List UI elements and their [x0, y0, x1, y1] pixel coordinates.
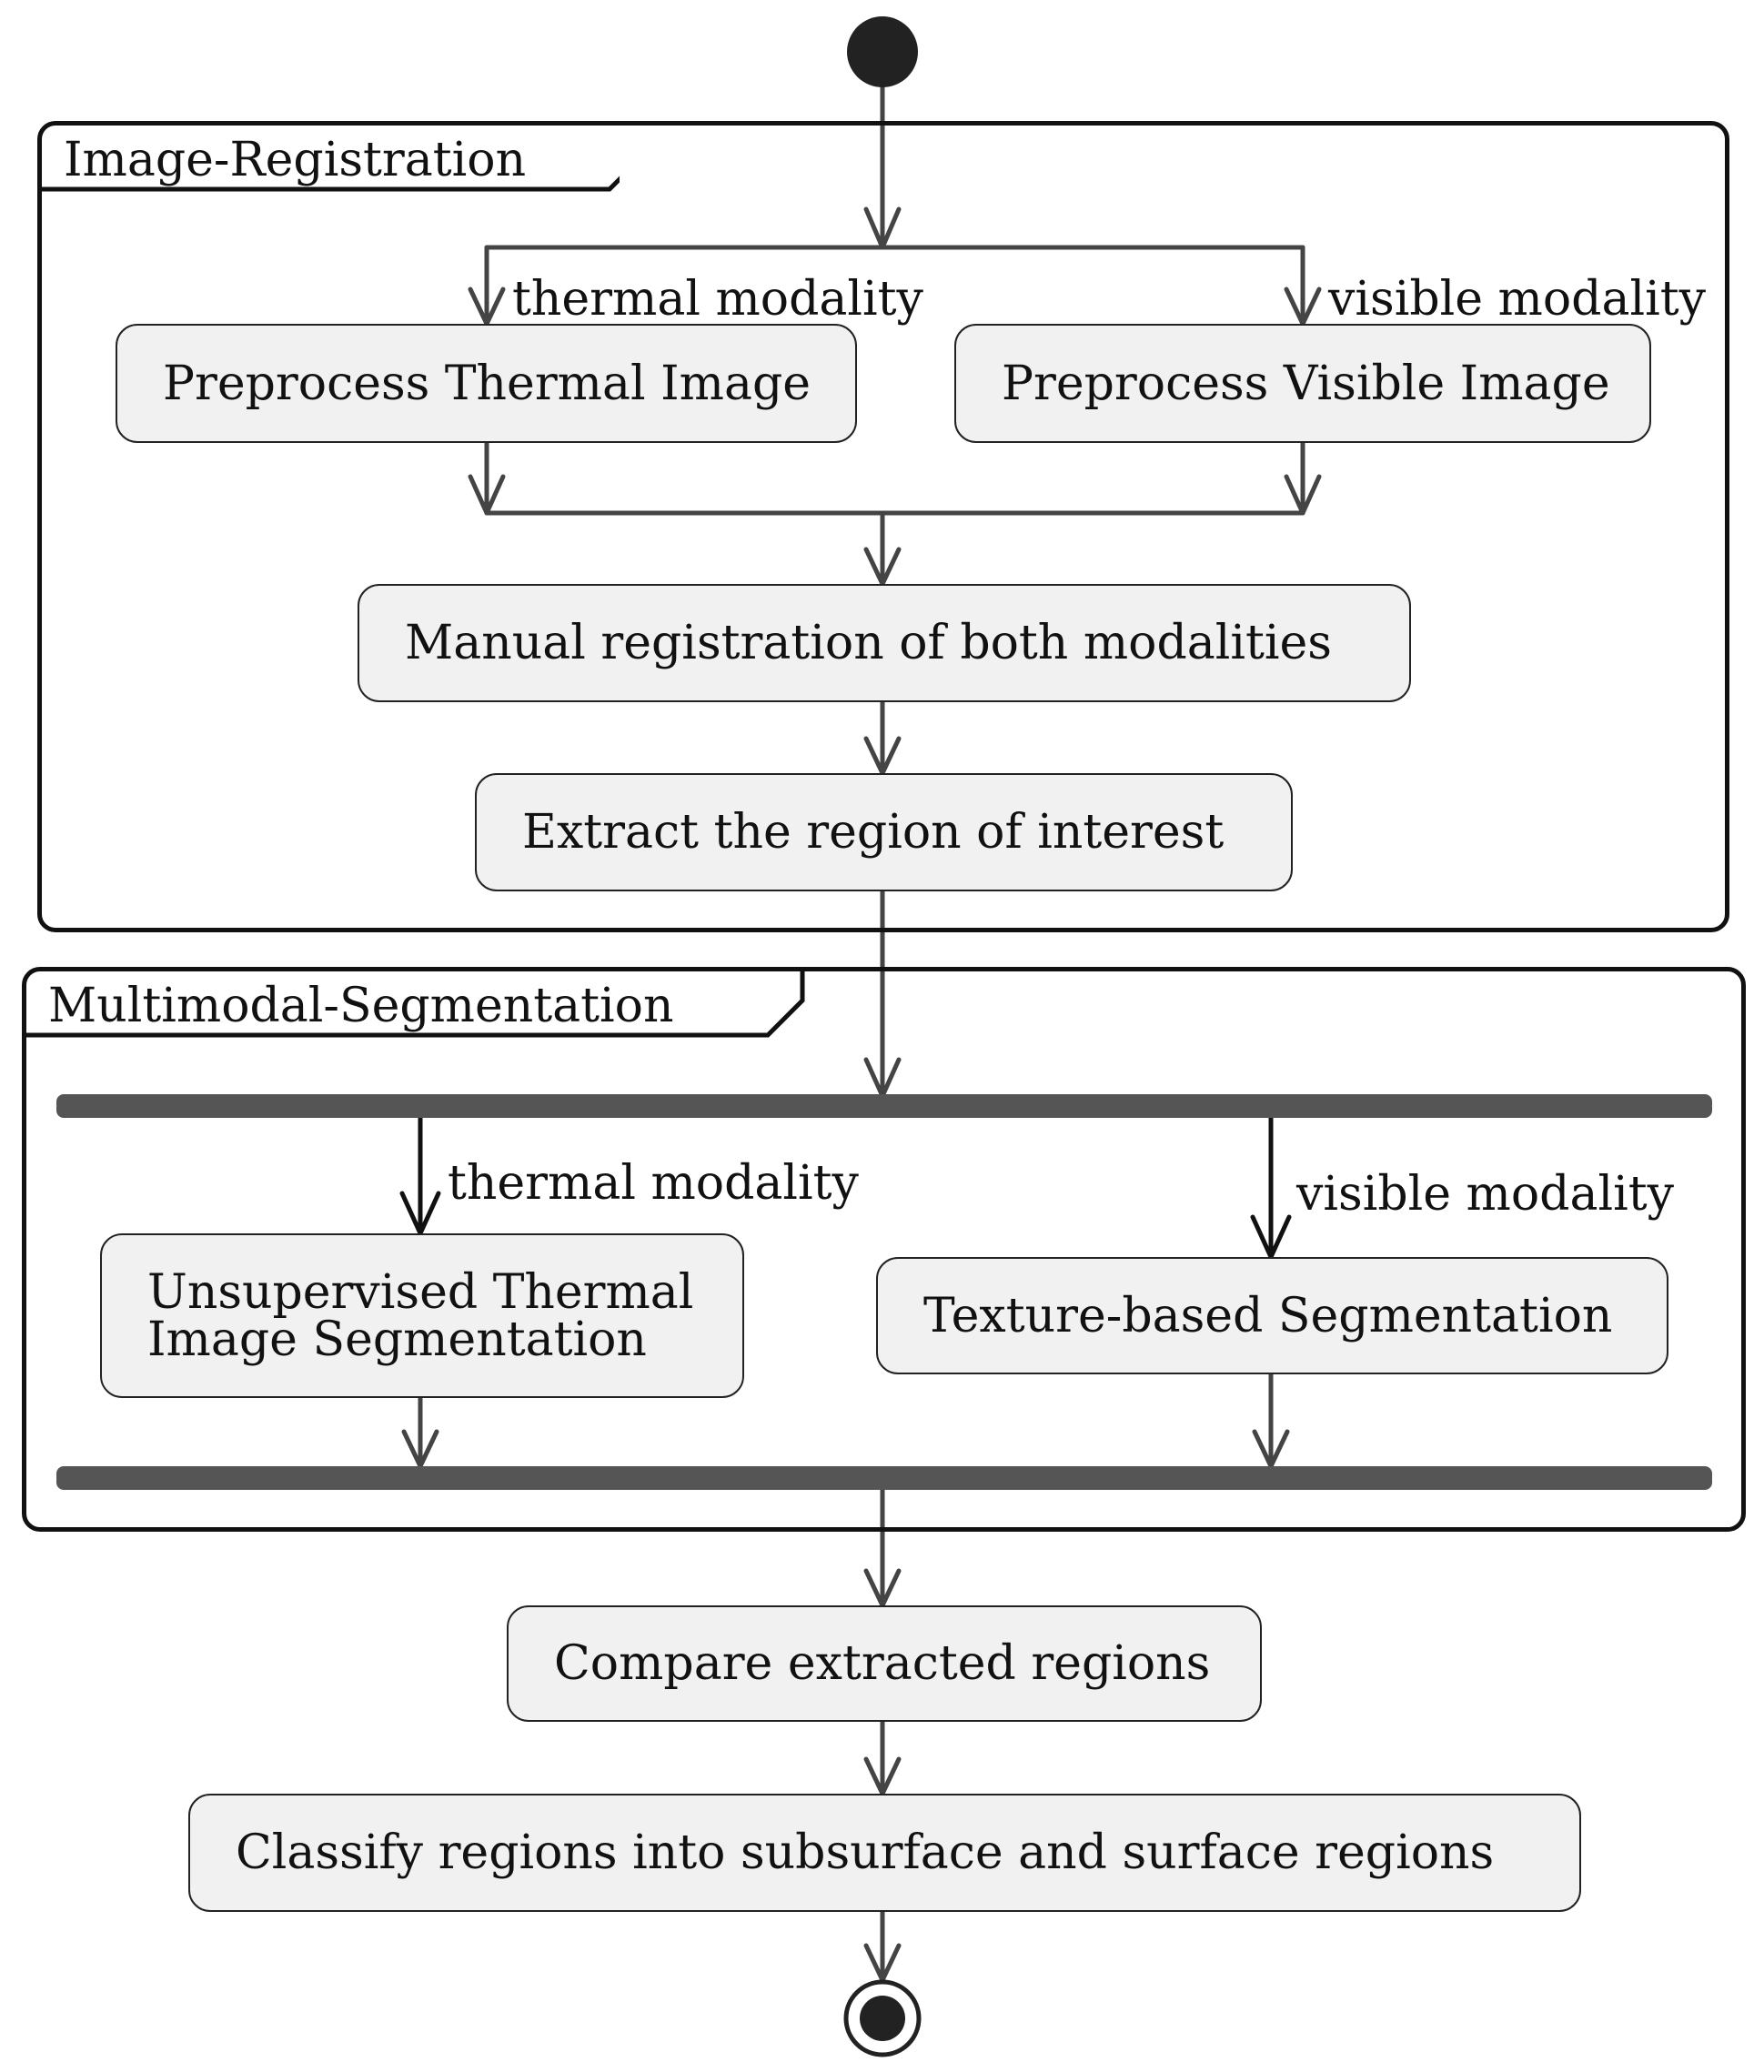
segmentation-join-bar	[56, 1466, 1712, 1490]
registration-frame-tab	[37, 176, 620, 192]
segmentation-frame-tab	[22, 967, 805, 1038]
guard-segmentation-thermal: thermal modality	[448, 1156, 859, 1211]
activity-preprocess-visible: Preprocess Visible Image	[954, 324, 1651, 443]
activity-unsupervised-thermal-segmentation: Unsupervised Thermal Image Segmentation	[100, 1233, 744, 1398]
registration-frame-label: Image-Registration	[64, 133, 527, 187]
end-node-core	[860, 1996, 905, 2041]
segmentation-frame-label: Multimodal-Segmentation	[48, 979, 674, 1033]
segmentation-frame: Multimodal-Segmentation	[22, 967, 1746, 1532]
guard-registration-thermal: thermal modality	[512, 272, 923, 327]
start-node	[847, 16, 918, 87]
activity-extract-roi: Extract the region of interest	[475, 773, 1293, 891]
guard-segmentation-visible: visible modality	[1296, 1167, 1674, 1222]
activity-classify-regions: Classify regions into subsurface and sur…	[188, 1794, 1581, 1912]
segmentation-fork-bar	[56, 1094, 1712, 1118]
guard-registration-visible: visible modality	[1328, 272, 1706, 327]
activity-compare-regions: Compare extracted regions	[507, 1605, 1262, 1722]
activity-texture-segmentation: Texture-based Segmentation	[876, 1257, 1668, 1374]
activity-preprocess-thermal: Preprocess Thermal Image	[116, 324, 857, 443]
activity-manual-registration: Manual registration of both modalities	[358, 584, 1411, 702]
registration-frame: Image-Registration	[37, 121, 1729, 932]
